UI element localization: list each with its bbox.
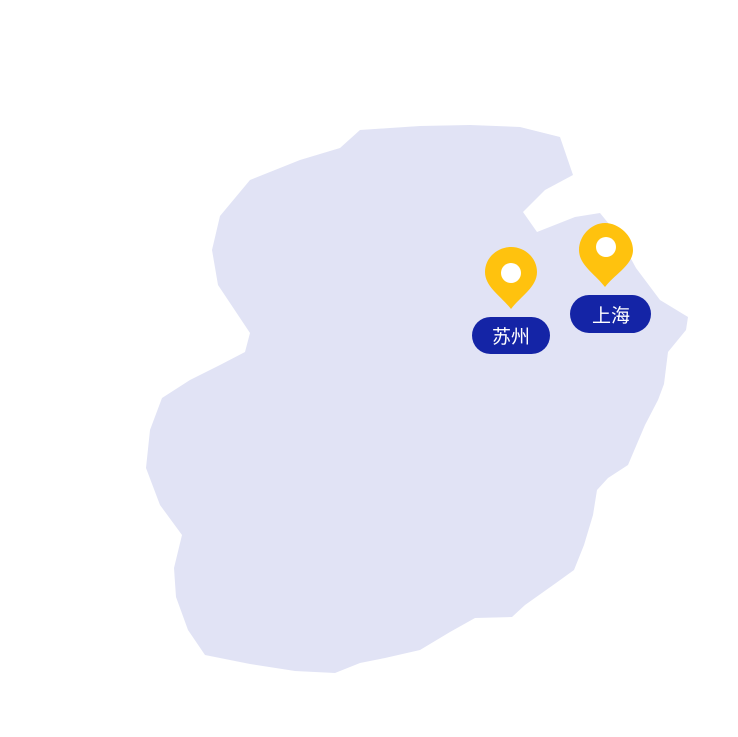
region-shape [146, 125, 688, 673]
map-pin-hole [596, 237, 616, 257]
map-pin-hole [501, 263, 521, 283]
city-label-shanghai: 上海 [592, 305, 630, 327]
location-shanghai[interactable]: 上海 [570, 223, 651, 333]
location-suzhou[interactable]: 苏州 [472, 247, 550, 354]
city-label-badge [472, 317, 550, 354]
city-label-suzhou: 苏州 [492, 326, 530, 348]
city-label-badge [570, 295, 651, 333]
